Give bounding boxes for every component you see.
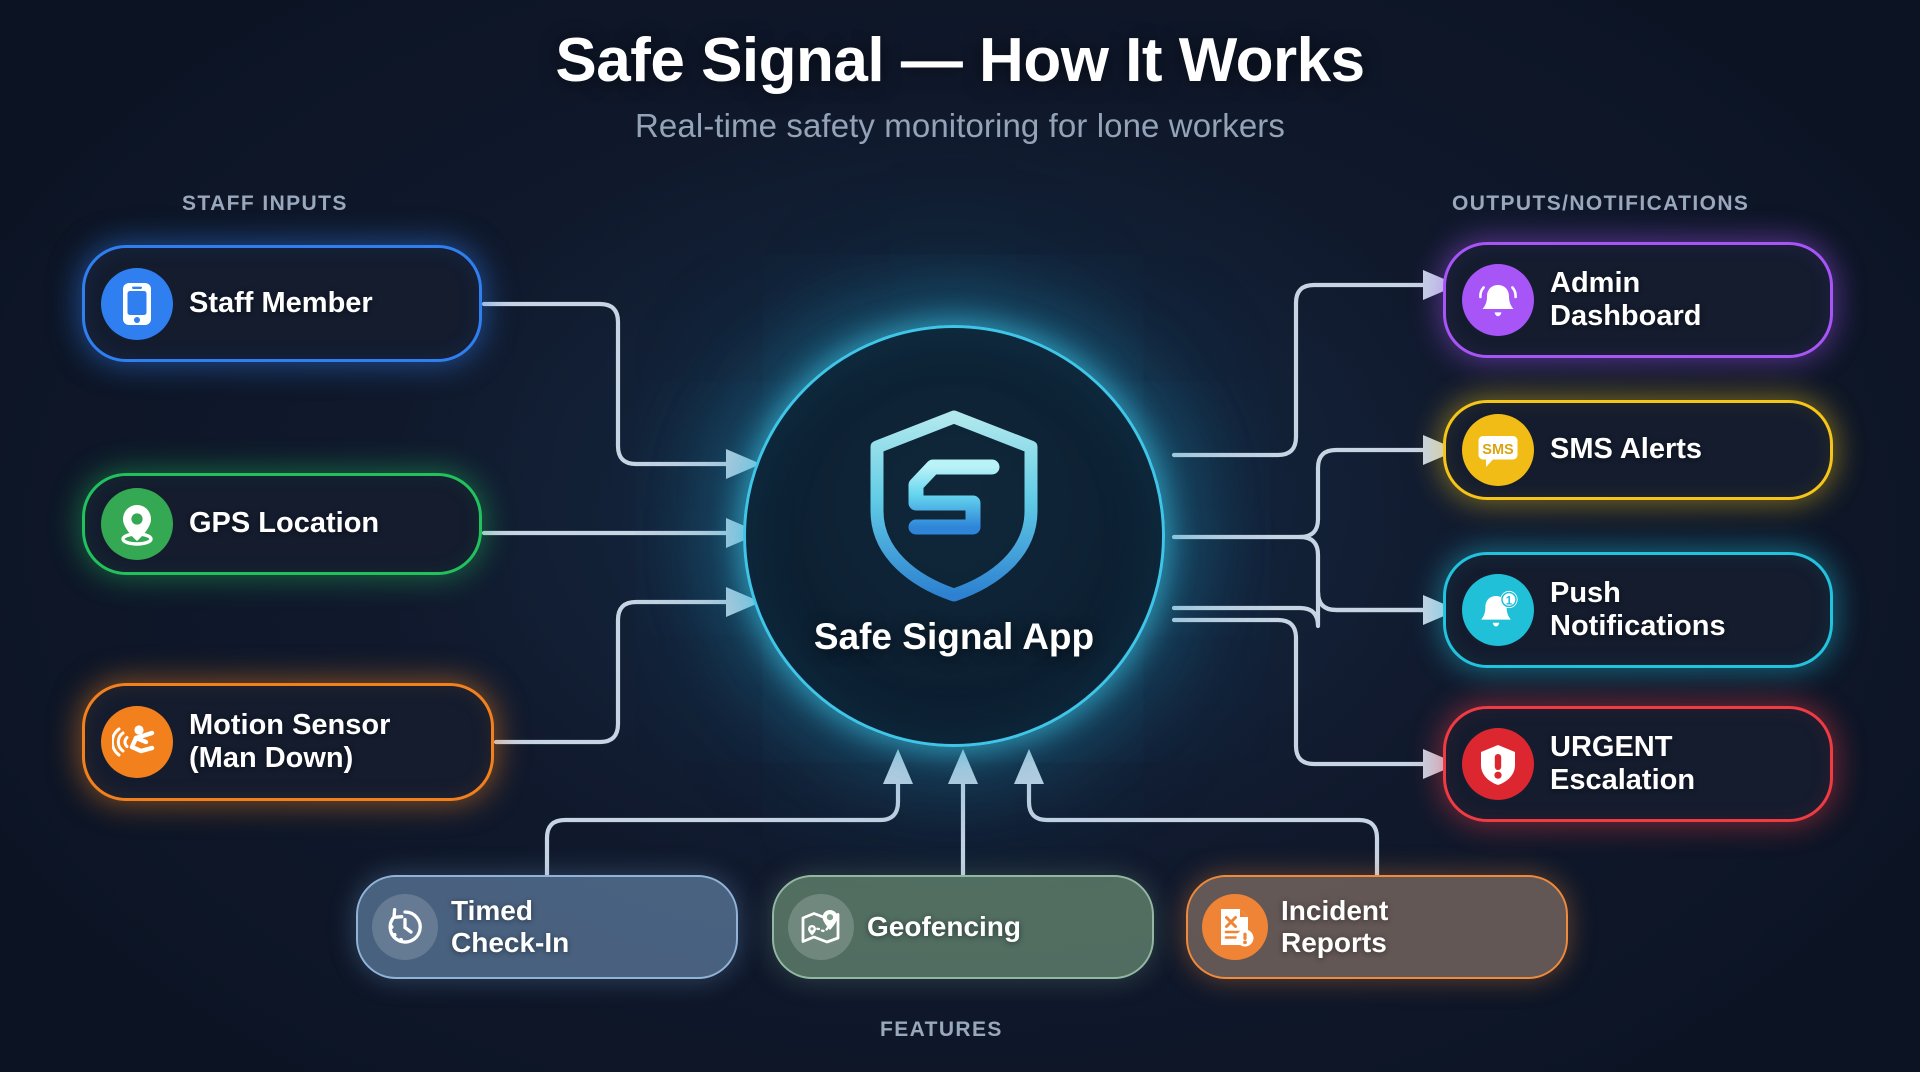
push-badge-count: 1 — [1506, 595, 1513, 607]
input-node-staff-member[interactable]: Staff Member — [82, 245, 482, 362]
wire-staff-to-hub — [481, 301, 762, 480]
hub-label: Safe Signal App — [813, 615, 1095, 657]
feature-node-timed-check-in[interactable]: Timed Check-In — [356, 875, 738, 979]
sms-icon-text: SMS — [1482, 442, 1514, 458]
output-label-urgent-escalation: URGENT Escalation — [1550, 730, 1696, 796]
output-label-admin-dashboard: Admin Dashboard — [1550, 266, 1702, 332]
header: Safe Signal — How It Works Real-time saf… — [0, 28, 1920, 145]
output-node-sms-alerts[interactable]: SMS SMS Alerts — [1443, 400, 1833, 500]
wire-hub-to-admin — [1171, 269, 1459, 458]
output-node-push-notifications[interactable]: 1 Push Notifications — [1443, 552, 1833, 668]
feature-node-incident-reports[interactable]: Incident Reports — [1186, 875, 1568, 979]
smartphone-icon — [101, 267, 173, 340]
clock-rewind-icon — [372, 894, 438, 960]
wire-hub-to-urgent — [1171, 617, 1459, 780]
feature-node-geofencing[interactable]: Geofencing — [772, 875, 1154, 979]
document-alert-icon — [1202, 894, 1268, 960]
output-label-push-notifications: Push Notifications — [1550, 576, 1726, 642]
wire-hub-to-push — [1171, 589, 1459, 629]
section-label-features: FEATURES — [880, 1018, 1003, 1041]
feature-label-geofencing: Geofencing — [867, 911, 1022, 943]
bell-badge-icon: 1 — [1462, 574, 1534, 646]
wire-hub-branch-push — [1297, 534, 1435, 613]
ringing-bell-icon — [1462, 264, 1534, 336]
input-label-motion-sensor: Motion Sensor (Man Down) — [189, 708, 391, 774]
output-node-urgent-escalation[interactable]: URGENT Escalation — [1443, 706, 1833, 822]
section-label-inputs: STAFF INPUTS — [182, 192, 348, 215]
page-subtitle: Real-time safety monitoring for lone wor… — [635, 107, 1285, 145]
central-hub-safe-signal-app[interactable]: Safe Signal App — [743, 325, 1165, 747]
wire-motion-to-hub — [493, 586, 762, 745]
section-label-outputs: OUTPUTS/NOTIFICATIONS — [1452, 192, 1750, 215]
output-node-admin-dashboard[interactable]: Admin Dashboard — [1443, 242, 1833, 358]
feature-label-timed-check-in: Timed Check-In — [451, 895, 570, 958]
wire-incident-to-hub — [1013, 748, 1380, 878]
input-node-gps-location[interactable]: GPS Location — [82, 473, 482, 575]
sms-bubble-icon: SMS — [1462, 414, 1534, 486]
map-route-pin-icon — [788, 894, 854, 960]
wire-hub-to-sms — [1171, 434, 1459, 540]
output-label-sms-alerts: SMS Alerts — [1550, 433, 1703, 466]
shield-s-logo-icon — [861, 407, 1047, 608]
feature-label-incident-reports: Incident Reports — [1281, 895, 1389, 958]
page-title: Safe Signal — How It Works — [555, 26, 1365, 95]
map-pin-icon — [101, 488, 173, 560]
input-label-staff-member: Staff Member — [189, 286, 373, 319]
shield-exclamation-icon — [1462, 728, 1534, 800]
input-node-motion-sensor[interactable]: Motion Sensor (Man Down) — [82, 683, 494, 801]
input-label-gps-location: GPS Location — [189, 507, 380, 540]
man-down-sensor-icon — [101, 706, 173, 778]
wire-timed-to-hub — [544, 748, 914, 878]
